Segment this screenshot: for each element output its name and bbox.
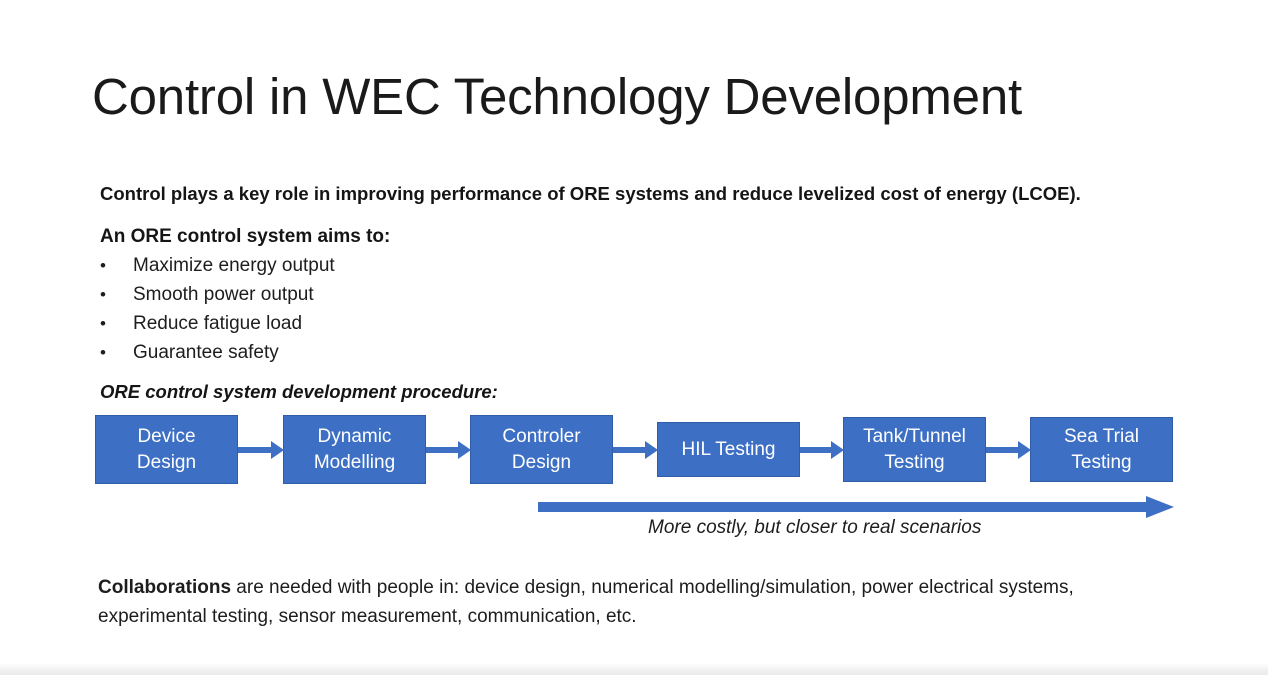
- flow-box-label-line2: Modelling: [313, 451, 396, 473]
- flow-box-dynamic-modelling: Dynamic Modelling: [283, 415, 426, 484]
- list-item: • Guarantee safety: [100, 342, 620, 371]
- list-item-label: Maximize energy output: [133, 255, 335, 276]
- flow-box-tank-tunnel-testing: Tank/Tunnel Testing: [843, 417, 986, 482]
- list-item-label: Reduce fatigue load: [133, 313, 303, 334]
- flow-box-device-design: Device Design: [95, 415, 238, 484]
- list-item-label: Guarantee safety: [133, 342, 279, 363]
- flow-box-label-line1: Sea Trial: [1064, 426, 1139, 448]
- flow-box-label-line1: Device: [137, 426, 196, 448]
- flow-box-label-line1: Tank/Tunnel: [863, 426, 966, 448]
- flow-box-label-line1: Controler: [502, 426, 581, 448]
- progression-caption: More costly, but closer to real scenario…: [648, 517, 982, 538]
- flow-arrow-3: [613, 441, 658, 459]
- bullet-dot-icon: •: [100, 256, 106, 275]
- flow-box-label-line2: Testing: [1071, 451, 1132, 473]
- bottom-chrome-band: [0, 663, 1268, 675]
- lead-statement: Control plays a key role in improving pe…: [100, 183, 1081, 204]
- list-item: • Maximize energy output: [100, 255, 620, 284]
- flow-arrow-4: [800, 441, 844, 459]
- flow-arrow-2: [426, 441, 471, 459]
- aims-heading: An ORE control system aims to:: [100, 226, 391, 247]
- collaborations-paragraph: Collaborations are needed with people in…: [98, 574, 1160, 632]
- collaborations-rest: are needed with people in: device design…: [98, 577, 1074, 627]
- flow-box-label-line1: Dynamic: [317, 426, 392, 448]
- list-item: • Smooth power output: [100, 284, 620, 313]
- flow-box-controler-design: Controler Design: [470, 415, 613, 484]
- list-item-label: Smooth power output: [133, 284, 314, 305]
- flow-box-label-line1: HIL Testing: [681, 438, 776, 460]
- progression-arrow: [538, 496, 1174, 518]
- flow-arrow-1: [238, 441, 284, 459]
- flow-box-label-line2: Design: [136, 451, 197, 473]
- flow-arrow-5: [986, 441, 1031, 459]
- aims-list: • Maximize energy output • Smooth power …: [100, 255, 620, 371]
- bullet-dot-icon: •: [100, 314, 106, 333]
- flow-box-hil-testing: HIL Testing: [657, 422, 800, 477]
- bullet-dot-icon: •: [100, 343, 106, 362]
- list-item: • Reduce fatigue load: [100, 313, 620, 342]
- flow-box-label-line2: Testing: [884, 451, 945, 473]
- procedure-heading: ORE control system development procedure…: [100, 381, 498, 402]
- collaborations-strong: Collaborations: [98, 577, 232, 598]
- flow-box-label-line2: Design: [511, 451, 572, 473]
- flow-box-sea-trial-testing: Sea Trial Testing: [1030, 417, 1173, 482]
- page-title: Control in WEC Technology Development: [92, 68, 1022, 125]
- bullet-dot-icon: •: [100, 285, 106, 304]
